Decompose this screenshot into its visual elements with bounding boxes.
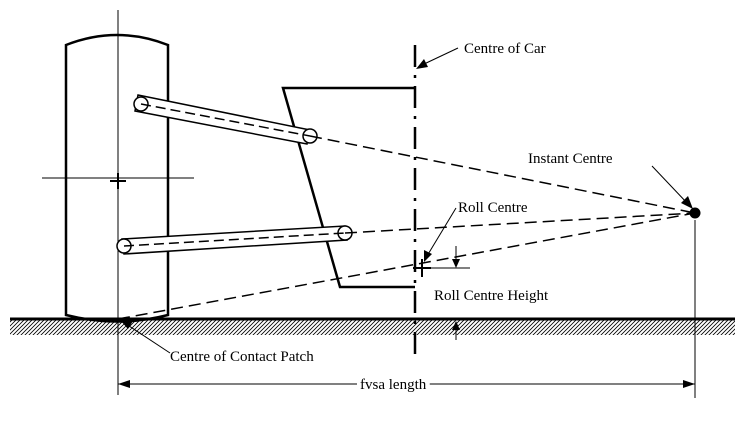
instant-centre-projection-lines [117, 135, 696, 320]
fvsa-length-label: fvsa length [360, 377, 427, 393]
centre-of-car-leader [416, 47, 459, 69]
centre-of-car-label: Centre of Car [464, 41, 546, 57]
lower-wishbone [116, 225, 353, 255]
roll-centre-height-dimension [431, 246, 470, 340]
wheel [42, 10, 194, 395]
roll-centre-leader [424, 207, 457, 262]
contact-patch-leader [120, 320, 171, 354]
instant-centre [689, 207, 701, 398]
centre-of-contact-patch-label: Centre of Contact Patch [170, 349, 314, 365]
ground [10, 317, 735, 335]
instant-centre-leader [651, 165, 693, 209]
roll-centre-label: Roll Centre [458, 200, 528, 216]
chassis [281, 86, 415, 289]
instant-centre-label: Instant Centre [528, 151, 613, 167]
roll-centre-marker [413, 259, 431, 277]
roll-centre-height-label: Roll Centre Height [434, 288, 549, 304]
upper-wishbone [133, 94, 318, 145]
